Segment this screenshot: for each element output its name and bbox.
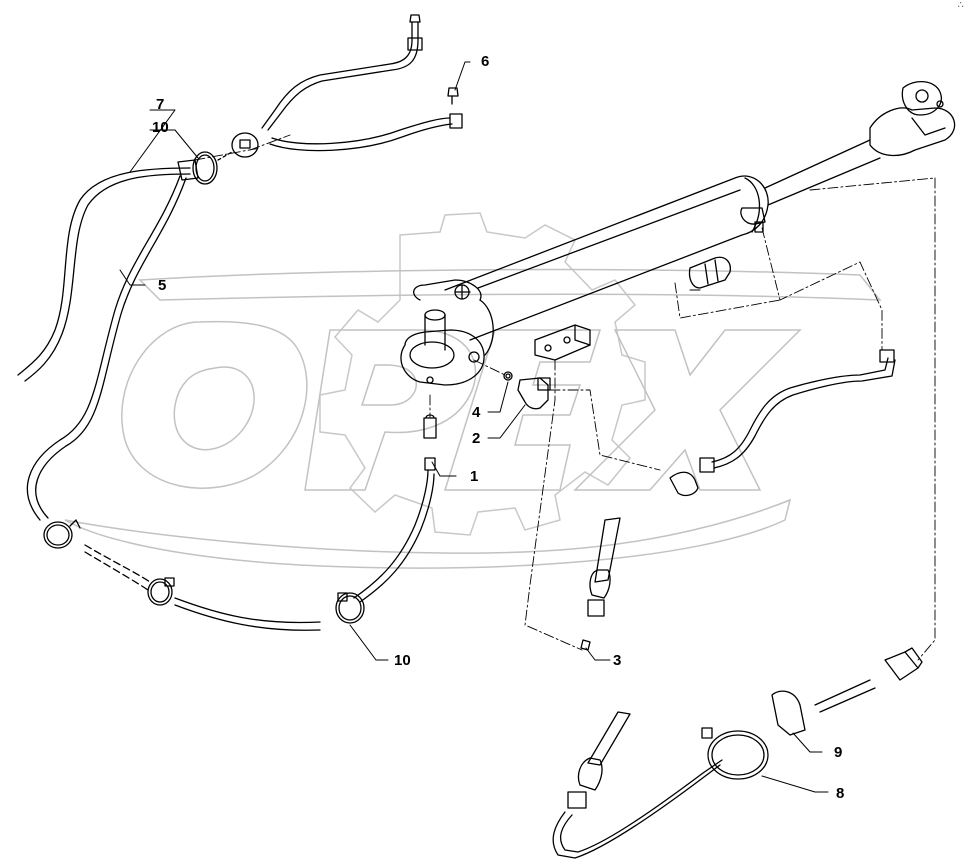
callout-5: 5 — [158, 277, 167, 294]
callout-6: 6 — [481, 53, 490, 70]
callout-10-lower: 10 — [394, 652, 411, 669]
callout-2: 2 — [472, 430, 481, 447]
callout-3: 3 — [613, 652, 622, 669]
pipe-fitting-3 — [580, 517, 621, 651]
pipe-assembly-top — [261, 14, 463, 152]
elbow-fitting-2 — [503, 371, 551, 410]
callout-4: 4 — [472, 404, 481, 421]
hydraulic-cylinder — [400, 81, 956, 386]
bottom-pipe-assembly — [552, 647, 923, 859]
callout-9: 9 — [834, 744, 843, 761]
alignment-lines — [194, 134, 936, 661]
pipe-right — [669, 349, 896, 497]
hose-7 — [17, 159, 199, 382]
leader-lines — [119, 61, 829, 793]
hose-clamp-10-upper — [192, 132, 259, 185]
callout-7: 7 — [156, 96, 165, 113]
corner-mark: ∴ — [957, 0, 964, 11]
callout-10-upper: 10 — [152, 119, 169, 136]
hose-5 — [26, 175, 187, 521]
callout-1: 1 — [470, 468, 479, 485]
callout-8: 8 — [836, 785, 845, 802]
hose-lower — [43, 414, 437, 631]
